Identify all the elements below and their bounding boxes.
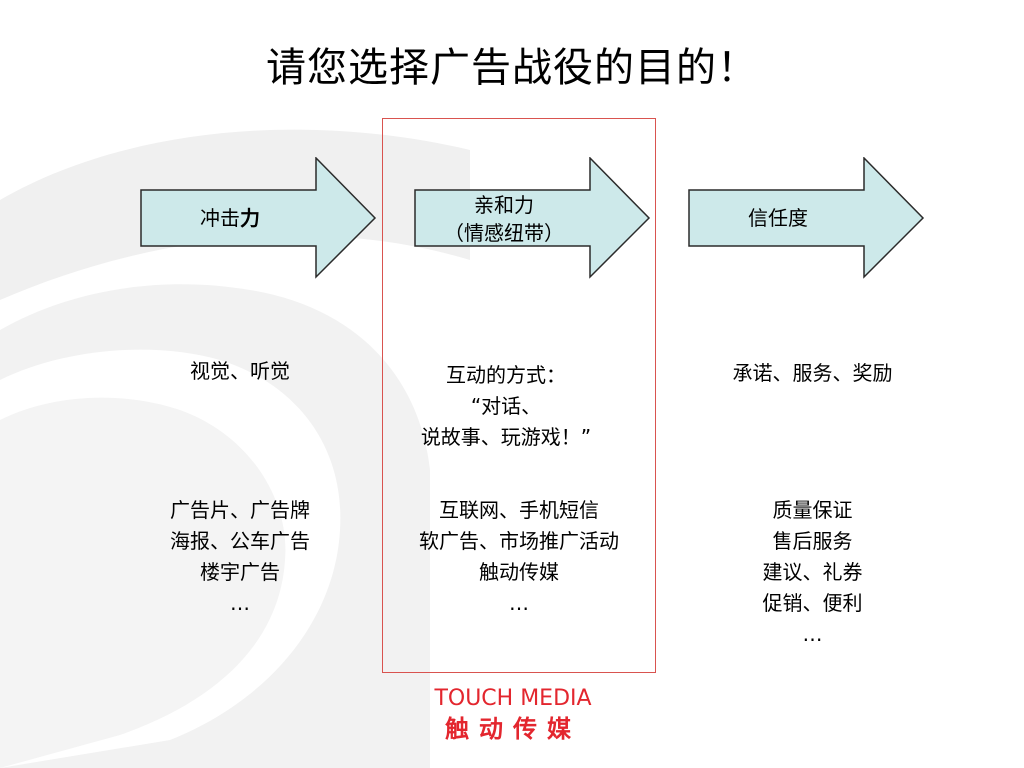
impact-description: 视觉、听觉	[135, 356, 345, 387]
arrow-trust-text: 信任度	[748, 206, 808, 230]
arrow-trust-label: 信任度	[688, 204, 868, 232]
page-title: 请您选择广告战役的目的！	[266, 45, 758, 91]
example-line: 促销、便利	[762, 591, 863, 615]
example-line: 互联网、手机短信	[439, 498, 599, 522]
description-line: 视觉、听觉	[190, 359, 290, 383]
arrow-affinity-subtext: （情感纽带）	[444, 221, 564, 245]
example-line: 质量保证	[772, 498, 853, 522]
impact-examples: 广告片、广告牌 海报、公车广告 楼宇广告 …	[135, 495, 345, 619]
brand-name-en: TOUCH MEDIA	[434, 686, 592, 711]
example-line: 触动传媒	[479, 560, 559, 584]
arrow-impact-label: 冲击力	[140, 204, 320, 232]
example-line: …	[230, 591, 250, 615]
example-line: …	[802, 622, 823, 646]
trust-examples: 质量保证 售后服务 建议、礼券 促销、便利 …	[700, 495, 925, 650]
example-line: 软广告、市场推广活动	[419, 529, 619, 553]
example-line: 建议、礼券	[762, 560, 863, 584]
brand-logo: TOUCH MEDIA 触动传媒	[428, 686, 598, 746]
arrow-shape-icon	[688, 157, 925, 279]
description-line: 说故事、玩游戏！”	[420, 425, 592, 449]
arrow-impact-text: 冲击	[200, 206, 240, 230]
brand-name-zh: 触动传媒	[445, 715, 581, 743]
arrow-impact-text-bold: 力	[240, 206, 260, 230]
arrow-shape-icon	[140, 157, 377, 279]
description-line: “对话、	[470, 394, 542, 418]
example-line: 售后服务	[772, 529, 853, 553]
example-line: …	[509, 591, 529, 615]
example-line: 海报、公车广告	[170, 529, 310, 553]
arrow-affinity: 亲和力 （情感纽带）	[414, 157, 654, 279]
trust-description: 承诺、服务、奖励	[700, 358, 925, 389]
highlight-box	[382, 118, 656, 673]
arrow-shape-icon	[414, 157, 651, 279]
arrow-trust: 信任度	[688, 157, 928, 279]
affinity-examples: 互联网、手机短信 软广告、市场推广活动 触动传媒 …	[384, 495, 654, 619]
example-line: 楼宇广告	[200, 560, 280, 584]
description-line: 互动的方式：	[446, 363, 566, 387]
affinity-description: 互动的方式： “对话、 说故事、玩游戏！”	[386, 360, 626, 453]
arrow-impact: 冲击力	[140, 157, 380, 279]
example-line: 广告片、广告牌	[170, 498, 310, 522]
description-line: 承诺、服务、奖励	[732, 361, 893, 385]
arrow-affinity-label: 亲和力 （情感纽带）	[414, 191, 594, 247]
arrow-affinity-text: 亲和力	[474, 193, 534, 217]
